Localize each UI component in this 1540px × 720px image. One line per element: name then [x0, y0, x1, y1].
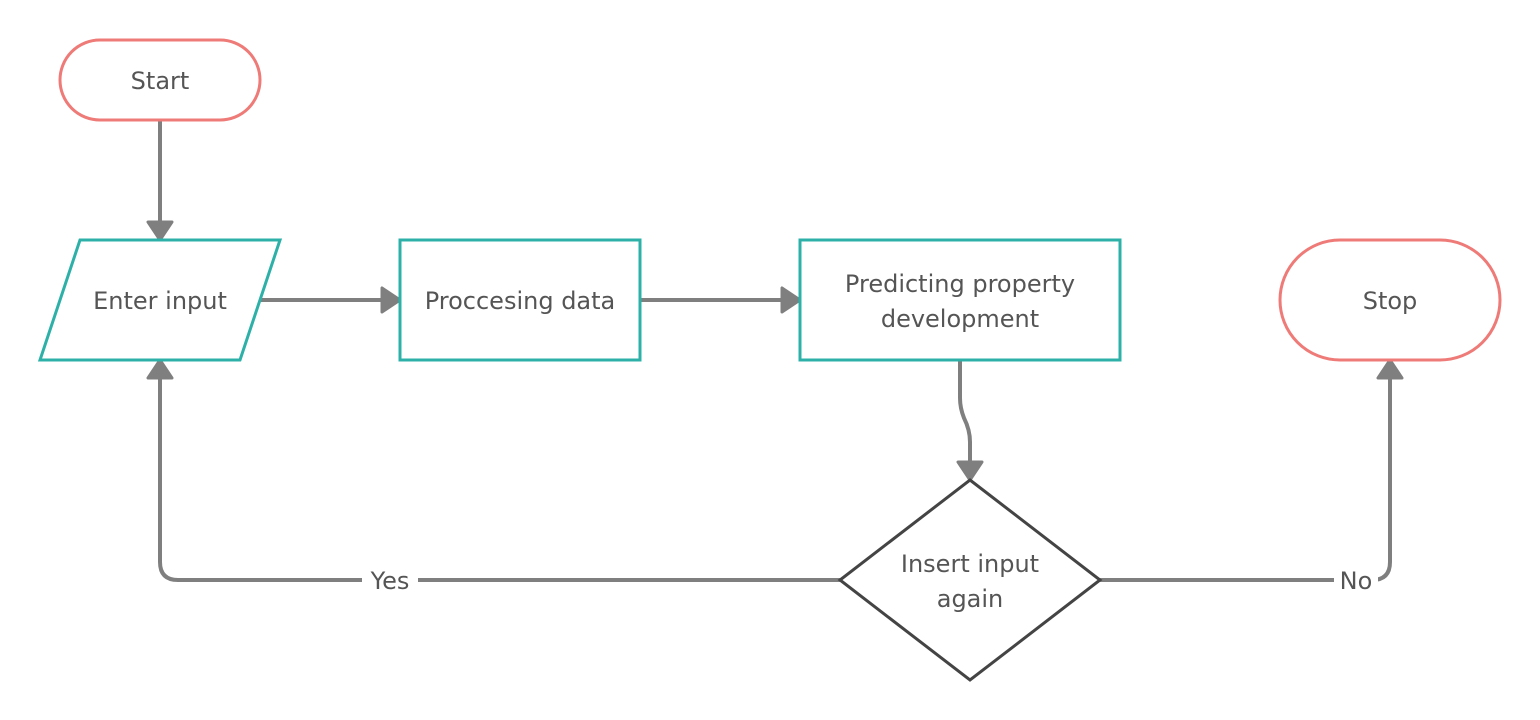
node-enter-input-label: Enter input	[93, 287, 227, 315]
node-start-label: Start	[131, 67, 190, 95]
node-processing-shape	[398, 238, 642, 362]
node-stop-shape	[1278, 238, 1502, 362]
connectors	[158, 119, 1392, 582]
node-stop-label: Stop	[1363, 287, 1418, 315]
edge-label-no: No	[1334, 564, 1378, 596]
edge-predicting-to-decision	[958, 358, 972, 464]
node-enter-input[interactable]: Enter input	[37, 238, 283, 362]
edge-label-yes-bg	[362, 564, 418, 596]
edge-yes-loop	[158, 376, 842, 582]
arrowhead-down-decision	[956, 460, 984, 482]
node-start[interactable]: Start	[58, 38, 262, 122]
edge-label-no-text: No	[1340, 567, 1373, 595]
arrowhead-up-stop	[1376, 358, 1404, 380]
node-stop[interactable]: Stop	[1278, 238, 1502, 362]
arrowhead-down-input	[146, 220, 174, 242]
edge-label-no-bg	[1334, 564, 1378, 596]
node-decision-label-line2: again	[937, 585, 1004, 613]
node-predicting-shape	[798, 238, 1122, 362]
arrowhead-right-processing	[380, 286, 402, 314]
node-predicting-label-line2: development	[881, 305, 1039, 333]
edge-label-yes-text: Yes	[370, 567, 410, 595]
node-decision[interactable]: Insert input again	[837, 478, 1103, 682]
edge-label-yes: Yes	[362, 564, 418, 596]
arrowhead-right-predicting	[780, 286, 802, 314]
arrowheads	[146, 220, 1404, 482]
node-decision-shape	[837, 478, 1103, 682]
node-start-shape	[58, 38, 262, 122]
edge-no-to-stop	[1098, 376, 1392, 582]
node-predicting-label-line1: Predicting property	[845, 270, 1075, 298]
arrowhead-up-input	[146, 358, 174, 380]
node-processing-label: Proccesing data	[425, 287, 616, 315]
node-processing[interactable]: Proccesing data	[398, 238, 642, 362]
node-predicting[interactable]: Predicting property development	[798, 238, 1122, 362]
node-decision-label-line1: Insert input	[901, 550, 1039, 578]
node-enter-input-shape	[37, 238, 283, 362]
